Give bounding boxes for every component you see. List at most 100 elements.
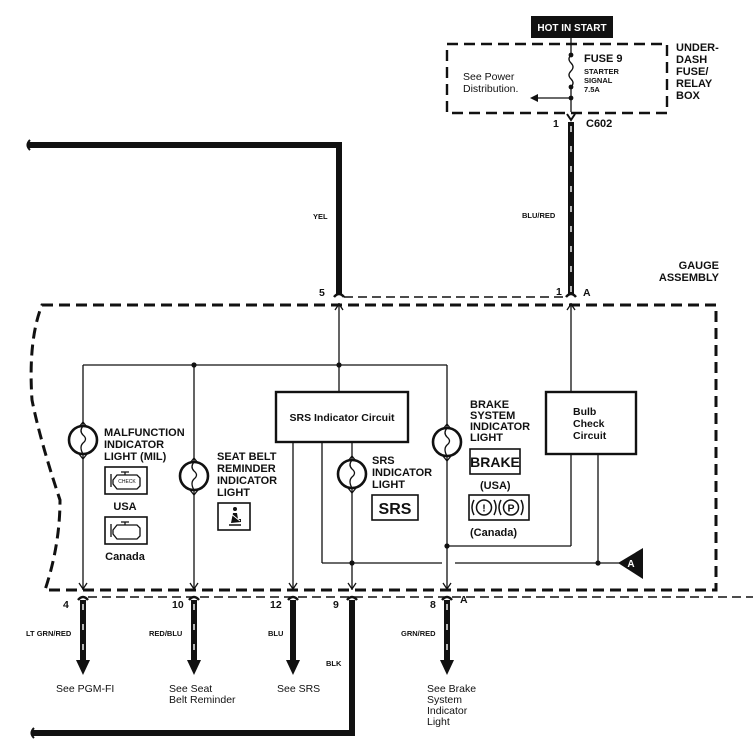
bulb-check-label-2: Check xyxy=(573,418,605,430)
wire-color-label: GRN/RED xyxy=(401,629,436,638)
wire-blu-red: BLU/RED 1 A xyxy=(522,122,591,299)
brake-name-3: INDICATOR xyxy=(470,421,530,433)
bulb-icon xyxy=(178,460,210,492)
fuse-desc-1: STARTER xyxy=(584,67,619,76)
check-text: CHECK xyxy=(118,479,136,485)
pin-1-label: 1 xyxy=(556,286,562,298)
brake-canada-text-b: P xyxy=(507,503,514,515)
pin-9-label: 9 xyxy=(333,599,339,611)
arrow-left-icon xyxy=(530,94,538,102)
arrow-down-icon xyxy=(286,660,300,675)
output-pin-10: 10 RED/BLU See Seat Belt Reminder xyxy=(149,599,236,706)
engine-icon xyxy=(104,516,148,545)
c602-label: C602 xyxy=(586,118,612,130)
srs-circuit-label: SRS Indicator Circuit xyxy=(289,412,395,424)
fuse-box-name-5: BOX xyxy=(676,90,701,102)
fuse-desc-2: SIGNAL xyxy=(584,76,613,85)
output-pin-8: 8 A GRN/RED See Brake System Indicator L… xyxy=(401,594,476,728)
brake-name-2: SYSTEM xyxy=(470,410,515,422)
wire-color-label: BLU xyxy=(268,629,283,638)
hot-in-start-label: HOT IN START xyxy=(531,16,613,38)
brake-caption-usa: (USA) xyxy=(480,480,511,492)
pin-8-label: 8 xyxy=(430,599,436,611)
srs-symbol-text: SRS xyxy=(379,501,412,518)
srs-name-3: LIGHT xyxy=(372,479,405,491)
pin-4-label: 4 xyxy=(63,599,69,611)
seatbelt-name-4: LIGHT xyxy=(217,487,250,499)
pin-5-label: 5 xyxy=(319,287,325,299)
srs-name-1: SRS xyxy=(372,455,395,467)
ground-ref-a-label: A xyxy=(627,559,634,570)
connector-a-bottom: A xyxy=(460,594,468,606)
arrow-down-icon xyxy=(440,660,454,675)
hot-in-start-text: HOT IN START xyxy=(537,23,606,34)
bulb-icon xyxy=(67,424,99,456)
srs-symbol: SRS xyxy=(371,494,419,521)
brake-name-4: LIGHT xyxy=(470,432,503,444)
bulb-mil xyxy=(67,420,99,461)
gauge-assembly-label-1: GAUGE xyxy=(679,260,719,272)
see-pgm-fi: See PGM-FI xyxy=(56,683,114,695)
mil-caption-usa: USA xyxy=(113,501,136,513)
bulb-icon xyxy=(431,426,463,458)
fuse-icon xyxy=(568,54,574,88)
ground-ref-a: A xyxy=(618,548,643,579)
see-power-distribution-2: Distribution. xyxy=(463,83,518,95)
brake-caption-canada: (Canada) xyxy=(470,527,517,539)
wire-yel-label: YEL xyxy=(313,212,328,221)
brake-usa-symbol: BRAKE xyxy=(469,448,521,475)
seatbelt-name-1: SEAT BELT xyxy=(217,451,277,463)
brake-light-label: BRAKE SYSTEM INDICATOR LIGHT xyxy=(470,399,530,444)
bulb-check-circuit-box: Bulb Check Circuit xyxy=(544,390,638,456)
pin-10-label: 10 xyxy=(172,599,184,611)
check-engine-icon: CHECK xyxy=(104,466,148,495)
internal-rails xyxy=(78,302,620,591)
gauge-assembly-outline xyxy=(29,303,718,592)
srs-light-label: SRS INDICATOR LIGHT xyxy=(372,455,432,491)
c602-pin: 1 xyxy=(553,118,559,130)
see-power-distribution-1: See Power xyxy=(463,71,515,83)
mil-name-2: INDICATOR xyxy=(104,439,164,451)
connector-c602: 1 C602 xyxy=(553,113,612,130)
wire-blu-red-label: BLU/RED xyxy=(522,211,556,220)
bulb-srs xyxy=(336,454,368,495)
fuse-label: FUSE 9 xyxy=(584,53,623,65)
fuse-box-name-4: RELAY xyxy=(676,78,713,90)
bulb-check-label-3: Circuit xyxy=(573,430,607,442)
wire-color-label: LT GRN/RED xyxy=(26,629,72,638)
seat-belt-label: SEAT BELT REMINDER INDICATOR LIGHT xyxy=(217,451,277,499)
connector-a-top: A xyxy=(583,287,591,299)
see-seat-belt-1: See Seat xyxy=(169,683,212,695)
output-pin-9: 9 BLK xyxy=(30,599,355,739)
mil-caption-canada: Canada xyxy=(105,551,146,563)
see-brake-2: System xyxy=(427,694,462,706)
srs-name-2: INDICATOR xyxy=(372,467,432,479)
srs-indicator-circuit-box: SRS Indicator Circuit xyxy=(274,390,410,444)
bulb-brake xyxy=(431,422,463,463)
see-brake-4: Light xyxy=(427,716,450,728)
fuse-box-name-3: FUSE/ xyxy=(676,66,708,78)
mil-name-1: MALFUNCTION xyxy=(104,427,185,439)
mil-name-3: LIGHT (MIL) xyxy=(104,451,167,463)
output-pin-12: 12 BLU See SRS xyxy=(268,599,320,695)
seatbelt-name-2: REMINDER xyxy=(217,463,276,475)
gauge-assembly-label-2: ASSEMBLY xyxy=(659,272,720,284)
wire-color-label: RED/BLU xyxy=(149,629,182,638)
bulb-icon xyxy=(336,458,368,490)
brake-canada-text-a: ! xyxy=(482,503,486,515)
see-srs: See SRS xyxy=(277,683,320,695)
brake-canada-icon: ! P xyxy=(468,494,530,521)
brake-usa-text: BRAKE xyxy=(470,454,520,470)
under-dash-fuse-box: UNDER- DASH FUSE/ RELAY BOX FUSE 9 START… xyxy=(445,38,719,115)
bulb-check-label-1: Bulb xyxy=(573,406,596,418)
see-seat-belt-2: Belt Reminder xyxy=(169,694,236,706)
wire-yel: YEL 5 xyxy=(26,139,342,299)
arrow-down-icon xyxy=(187,660,201,675)
bulb-seat-belt xyxy=(178,456,210,497)
pin-12-label: 12 xyxy=(270,599,282,611)
mil-label: MALFUNCTION INDICATOR LIGHT (MIL) xyxy=(104,427,185,463)
wire-color-label: BLK xyxy=(326,659,342,668)
see-brake-3: Indicator xyxy=(427,705,468,717)
output-pin-4: 4 LT GRN/RED See PGM-FI xyxy=(26,599,114,695)
